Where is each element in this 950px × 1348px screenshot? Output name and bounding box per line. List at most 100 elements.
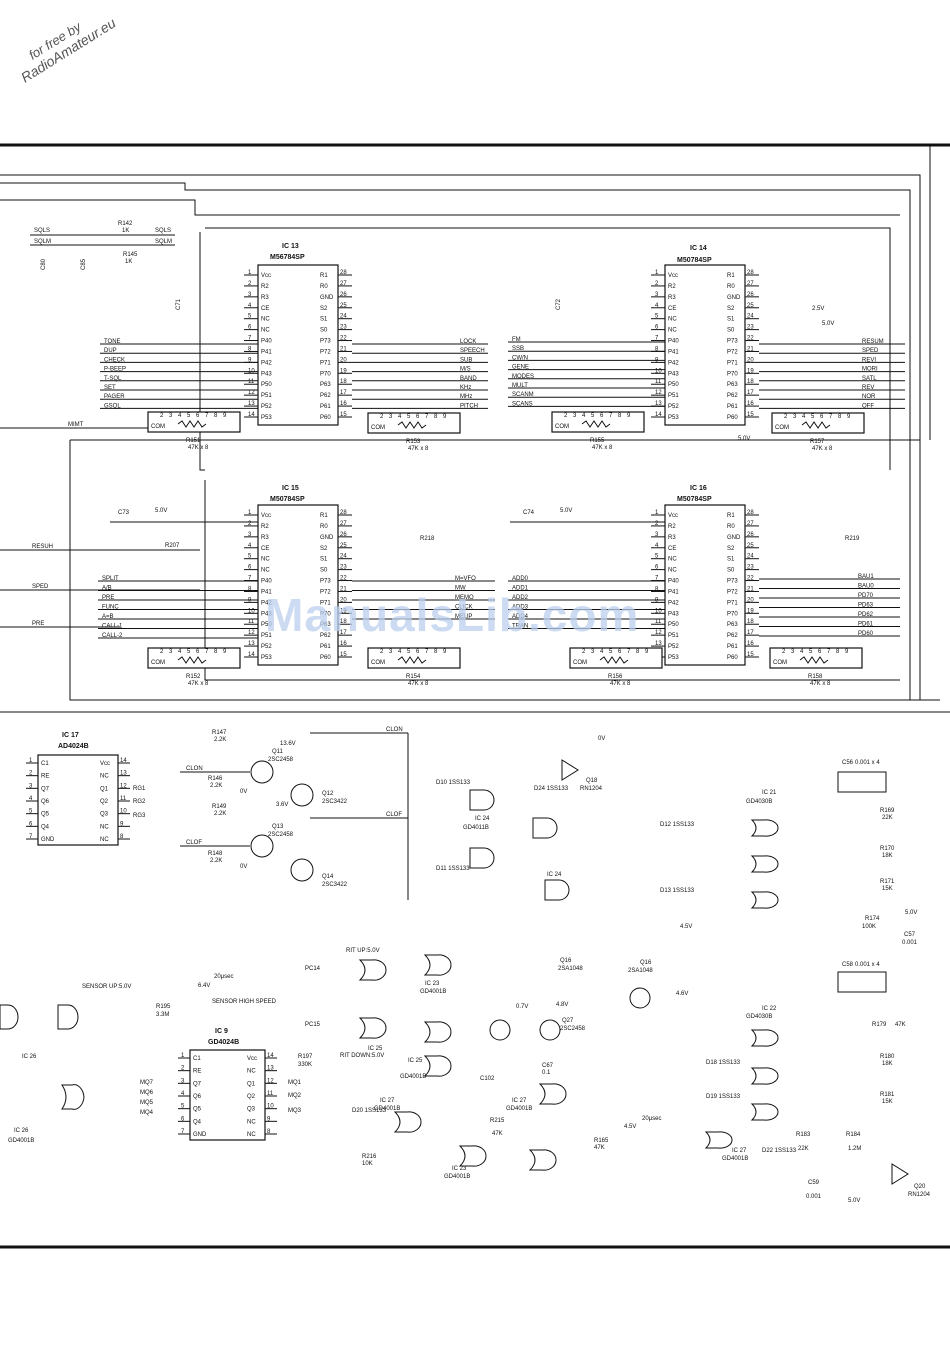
d18-label: D18 1SS133 (706, 1060, 741, 1066)
c73-label: C73 (118, 510, 130, 516)
r149-ref: R149 (212, 804, 227, 810)
resnet-pin: 2 (784, 414, 788, 420)
resnet-pin: 8 (618, 413, 622, 419)
mq4-label: MQ4 (140, 1110, 154, 1116)
q12-val: 2SC3422 (322, 799, 348, 805)
pin-number-right: 28 (340, 510, 347, 516)
pin-number-right: 13 (120, 771, 127, 777)
pin-number-left: 4 (29, 796, 33, 802)
resnet-pin: 3 (169, 413, 173, 419)
q14-ref: Q14 (322, 874, 334, 880)
resnet-name: R156 (608, 674, 623, 680)
q27-ref: Q16 (560, 958, 572, 964)
pin-name-right: P62 (320, 633, 331, 639)
d11-label: D11 1SS133 (436, 866, 470, 872)
pin-number-left: 10 (655, 368, 662, 374)
pin-number-right: 27 (340, 521, 347, 527)
r142-value: 1K (122, 228, 129, 234)
resnet-pin: 7 (827, 649, 831, 655)
v5-label-q20: 5.0V (848, 1198, 860, 1204)
pin-name-right: P70 (320, 611, 331, 617)
pin-number-left: 3 (248, 292, 252, 298)
resnet-name: R157 (810, 439, 825, 445)
pin-name-left: P40 (668, 339, 679, 345)
pin-name-right: S0 (320, 328, 328, 334)
pin-name-right: S2 (727, 546, 735, 552)
pin-number-left: 4 (655, 303, 659, 309)
q20-ref: Q20 (914, 1184, 926, 1190)
pin-name-right: GND (320, 295, 334, 301)
pin-name-right: S2 (727, 306, 735, 312)
pin-number-left: 8 (655, 346, 659, 352)
ic24-a-val: GD4011B (463, 825, 489, 831)
resnet-name: R151 (186, 438, 201, 444)
pin-number-left: 5 (248, 554, 252, 560)
ic13-pins: Vcc1R22R33CE4NC5NC6P407P418P429P4310P501… (244, 270, 352, 421)
bus-rail-7 (69, 440, 940, 701)
pulse-label-b: 20μsec (642, 1116, 661, 1122)
q27-val: 2SA1048 (558, 966, 583, 972)
pin-name-right: P60 (320, 415, 331, 421)
resnet-pin: 8 (434, 414, 438, 420)
pin-number-left: 14 (248, 652, 255, 658)
pin-number-left: 11 (248, 379, 255, 385)
resnet-name: R153 (406, 439, 421, 445)
pin-number-right: 20 (340, 357, 347, 363)
signal-label: NOR (862, 394, 876, 400)
q13-val: 2SC2458 (268, 832, 294, 838)
c80-label: C80 (41, 258, 47, 270)
pin-name-right: NC (247, 1132, 256, 1138)
resnet-pin: 5 (809, 649, 813, 655)
signal-label: MHz (460, 394, 472, 400)
pin-number-left: 2 (248, 521, 252, 527)
pin-number-right: 22 (340, 336, 347, 342)
resnet-pin: 8 (836, 649, 840, 655)
resnet-pin: 6 (196, 649, 200, 655)
signal-label: MORI (862, 367, 878, 373)
signal-label: DUP (104, 348, 117, 354)
pin-name-right: R0 (320, 524, 328, 530)
pin-name-left: C1 (41, 761, 49, 767)
v0-label-q18: 0V (598, 736, 605, 742)
signal-label: RESUM (862, 339, 884, 345)
pin-name-right: P60 (727, 415, 738, 421)
pin-number-right: 17 (340, 390, 347, 396)
v45-label: 4.5V (624, 1124, 636, 1130)
pin-name-right: S0 (727, 568, 735, 574)
q18-buffer (561, 759, 579, 781)
ic24-d-ref: IC 24 (547, 872, 562, 878)
pin-number-left: 3 (181, 1078, 185, 1084)
pin-number-right: 27 (747, 521, 754, 527)
pin-number-right: 15 (340, 412, 347, 418)
pin-number-left: 5 (655, 554, 659, 560)
mimt-label: MIMT (68, 422, 84, 428)
ic27-b-ref: IC 27 (512, 1098, 527, 1104)
pin-number-left: 12 (655, 630, 662, 636)
pulse-label-a: 20μsec (214, 974, 233, 980)
pin-number-right: 19 (747, 608, 754, 614)
rit-down-label: RIT DOWN:5.0V (340, 1053, 384, 1059)
pin-number-left: 1 (655, 270, 659, 276)
rg3-label: RG3 (133, 813, 146, 819)
ic24-a-ref: IC 24 (475, 816, 490, 822)
pin-name-left: R3 (261, 535, 269, 541)
resnet-pin: 5 (407, 414, 411, 420)
pin-name-right: Q1 (100, 786, 109, 792)
ic27-c-val: GD4001B (722, 1156, 748, 1162)
c56-array (837, 771, 887, 793)
mq1-label: MQ1 (288, 1080, 302, 1086)
signal-label: T-SQL (104, 376, 122, 382)
signal-label: PD63 (858, 603, 874, 609)
r146-ref: R146 (208, 776, 223, 782)
pin-name-right: P61 (727, 644, 738, 650)
resnet-pin: 7 (205, 649, 209, 655)
pin-name-right: NC (100, 824, 109, 830)
d10-label: D10 1SS133 (436, 780, 471, 786)
pin-name-left: NC (261, 328, 270, 334)
signal-label: FUNC (102, 605, 119, 611)
pin-number-right: 19 (340, 368, 347, 374)
signal-label: PD61 (858, 622, 874, 628)
pin-number-left: 4 (248, 543, 252, 549)
